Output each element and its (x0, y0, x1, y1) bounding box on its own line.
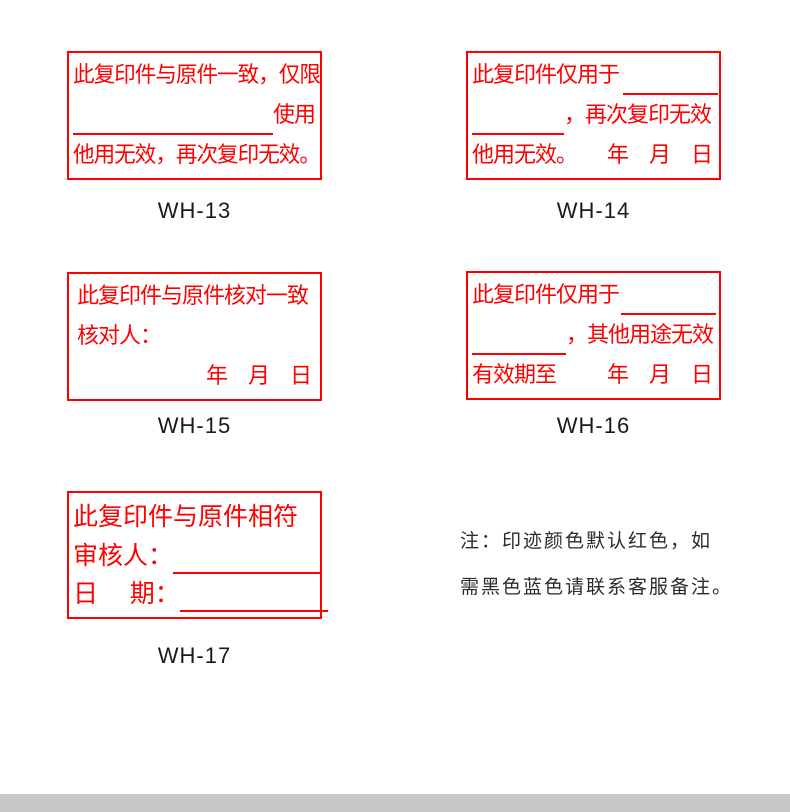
color-note: 注：印迹颜色默认红色，如 需黑色蓝色请联系客服备注。 (460, 518, 780, 610)
stamp-wh-15: 此复印件与原件核对一致 核对人： 年 月 日 (67, 272, 322, 401)
stamp-line-2: 使用 (73, 97, 316, 135)
date-fields: 年 月 日 (607, 363, 715, 388)
stamp-line-2: 审核人： (73, 538, 322, 574)
stamp-line-2-text: 使用 (273, 103, 316, 128)
stamp-line-3: 他用无效。 年 月 日 (472, 137, 715, 175)
blank-underline (173, 544, 322, 574)
stamp-line-3: 日 期： (73, 576, 328, 612)
blank-underline (472, 323, 566, 355)
stamp-line-3-text: 有效期至 (472, 363, 557, 388)
date-fields: 年 月 日 (206, 364, 314, 389)
blank-underline (179, 582, 328, 612)
stamp-line-1: 此复印件与原件核对一致 (77, 284, 309, 309)
note-line-1: 注：印迹颜色默认红色，如 (460, 530, 713, 552)
stamp-wh-17: 此复印件与原件相符 审核人： 日 期： (67, 491, 328, 619)
stamp-line-2: 核对人： (77, 324, 162, 349)
stamp-code-label: WH-14 (556, 198, 631, 223)
date-fields: 年 月 日 (607, 143, 715, 168)
stamp-line-1: 此复印件与原件一致，仅限 (73, 63, 321, 88)
stamp-line-2: ，再次复印无效 (472, 97, 715, 135)
stamp-line-1-text: 此复印件仅用于 (472, 63, 620, 88)
stamp-line-2-text: ，再次复印无效 (564, 103, 712, 128)
stamp-line-1: 此复印件仅用于 (472, 277, 717, 315)
stamp-code-label: WH-16 (556, 413, 631, 438)
stamp-wh-14: 此复印件仅用于 ，再次复印无效 他用无效。 年 月 日 (466, 51, 721, 180)
stamp-line-1: 此复印件仅用于 (472, 57, 719, 95)
stamp-code-label: WH-13 (157, 198, 232, 223)
stamp-line-2: ，其他用途无效 (472, 317, 715, 355)
blank-underline (621, 283, 717, 315)
stamp-wh-13: 此复印件与原件一致，仅限 使用 他用无效，再次复印无效。 (67, 51, 322, 180)
blank-underline (73, 103, 273, 135)
blank-underline (623, 63, 719, 95)
footer-band (0, 794, 790, 812)
stamp-line-3: 他用无效，再次复印无效。 (73, 143, 321, 168)
stamp-line-1: 此复印件与原件相符 (73, 502, 299, 531)
stamp-line-2-text: 审核人： (73, 541, 174, 570)
stamp-line-3-text: 他用无效。 (472, 143, 578, 168)
stamp-line-1-text: 此复印件仅用于 (472, 283, 620, 308)
blank-underline (472, 103, 564, 135)
stamp-line-3-text: 日 期： (73, 579, 180, 608)
stamp-code-label: WH-17 (157, 643, 232, 668)
stamp-wh-16: 此复印件仅用于 ，其他用途无效 有效期至 年 月 日 (466, 271, 721, 400)
stamp-line-2-text: ，其他用途无效 (566, 323, 714, 348)
note-line-2: 需黑色蓝色请联系客服备注。 (460, 576, 734, 598)
stamp-line-3: 有效期至 年 月 日 (472, 357, 715, 395)
stamp-code-label: WH-15 (157, 413, 232, 438)
